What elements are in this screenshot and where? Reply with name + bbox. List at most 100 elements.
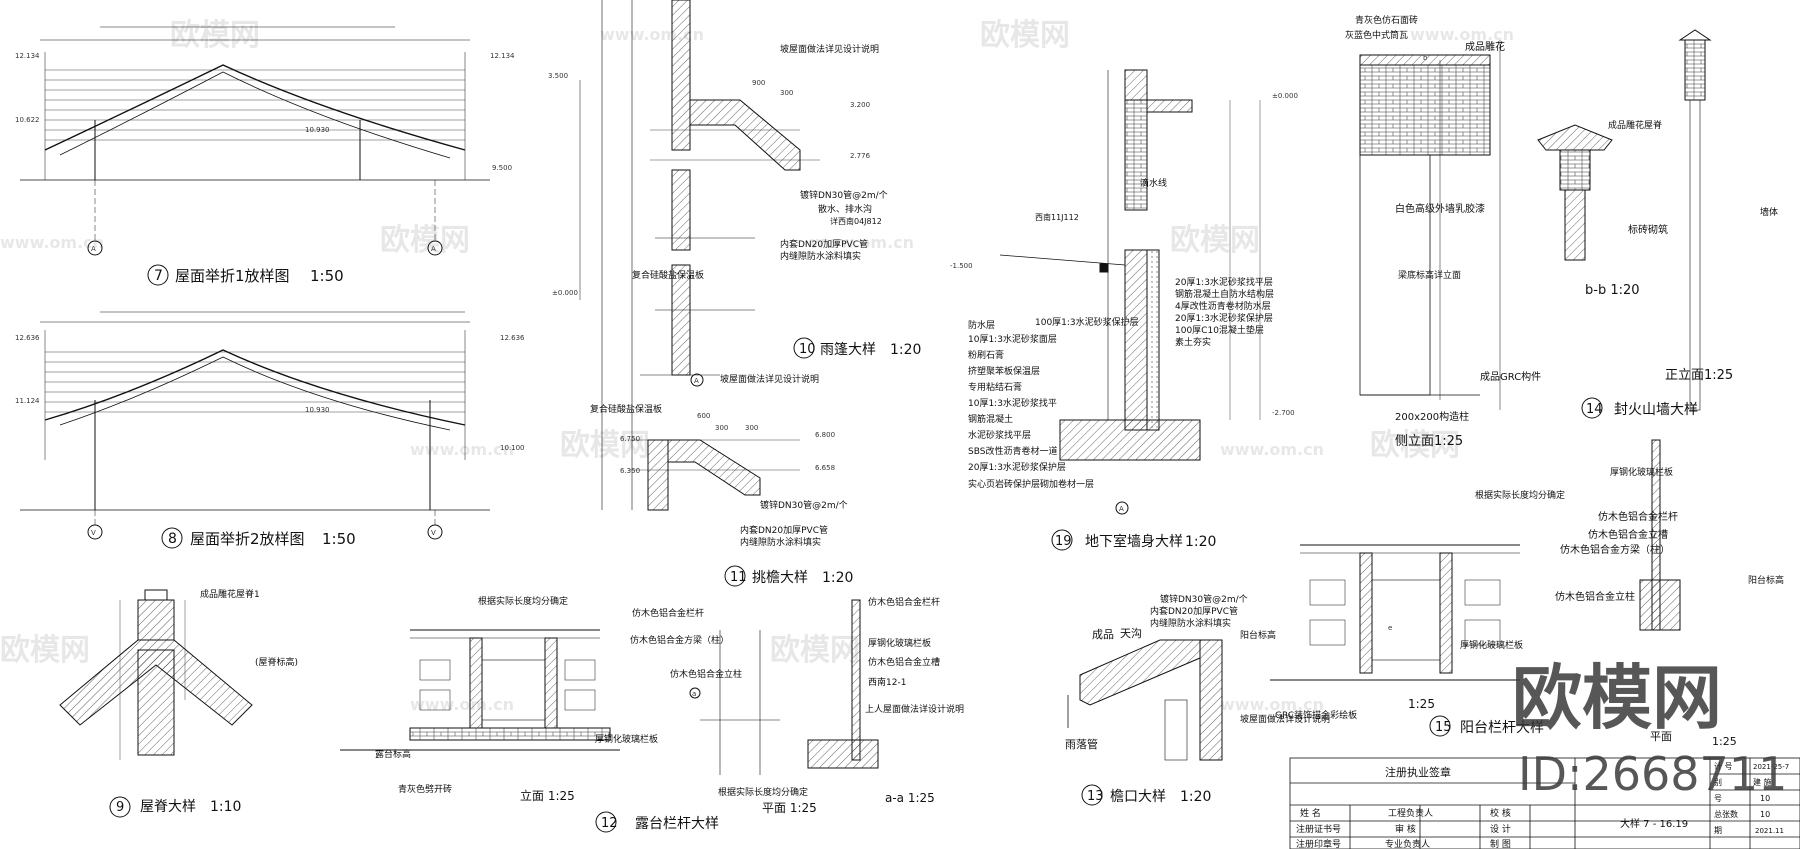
svg-text:素土夯实: 素土夯实 bbox=[1175, 336, 1211, 348]
watermark-url: www.om.cn bbox=[410, 440, 514, 459]
svg-text:10: 10 bbox=[1760, 810, 1770, 819]
detail-14-side-view: 侧立面1:25 bbox=[1395, 434, 1463, 449]
svg-text:10: 10 bbox=[1760, 794, 1770, 803]
watermark-text: 欧模网 bbox=[770, 633, 860, 668]
detail-12-section-view: a-a 1:25 bbox=[885, 791, 935, 805]
watermark-text: 欧模网 bbox=[1370, 428, 1460, 463]
detail-14-labels: 青灰色仿石面砖 灰蓝色中式筒瓦 成品雕花 白色高级外墙乳胶漆 梁底标高详立面 成… bbox=[1345, 14, 1778, 449]
watermark-url: www.om.cn bbox=[1220, 440, 1324, 459]
svg-text:11: 11 bbox=[730, 570, 747, 585]
svg-text:仿木色铝合金栏杆: 仿木色铝合金栏杆 bbox=[1598, 510, 1678, 523]
svg-text:13: 13 bbox=[1087, 789, 1104, 804]
svg-text:制 图: 制 图 bbox=[1490, 838, 1511, 849]
svg-text:V: V bbox=[431, 529, 436, 537]
svg-text:别: 别 bbox=[1714, 778, 1722, 787]
svg-text:14: 14 bbox=[1586, 402, 1603, 417]
title-block bbox=[1289, 757, 1800, 849]
svg-text:仿木色铝合金栏杆: 仿木色铝合金栏杆 bbox=[632, 607, 704, 619]
svg-text:12.134: 12.134 bbox=[490, 52, 515, 60]
svg-text:总张数: 总张数 bbox=[1714, 809, 1738, 819]
svg-text:10.930: 10.930 bbox=[305, 406, 330, 414]
svg-text:9.500: 9.500 bbox=[492, 164, 512, 172]
svg-text:1:10: 1:10 bbox=[210, 799, 241, 815]
svg-text:10.622: 10.622 bbox=[15, 116, 40, 124]
detail-13-labels: 镀锌DN30管@2m/个 内套DN20加厚PVC管 内缝隙防水涂料填实 成品 天… bbox=[1065, 593, 1330, 805]
svg-text:厚钢化玻璃栏板: 厚钢化玻璃栏板 bbox=[595, 733, 658, 745]
svg-text:300: 300 bbox=[715, 424, 728, 432]
watermark-text: 欧模网 bbox=[0, 633, 90, 668]
svg-text:1:25: 1:25 bbox=[1408, 697, 1435, 711]
svg-text:校 核: 校 核 bbox=[1490, 807, 1511, 819]
svg-text:10厚1:3水泥砂浆面层: 10厚1:3水泥砂浆面层 bbox=[968, 333, 1057, 345]
svg-text:10.930: 10.930 bbox=[305, 126, 330, 134]
detail-12-labels: 根据实际长度均分确定 根据实际长度均分确定 仿木色铝合金栏杆 仿木色铝合金方梁（… bbox=[375, 595, 964, 832]
svg-text:仿木色铝合金立槽: 仿木色铝合金立槽 bbox=[1588, 528, 1668, 541]
watermark-text: 欧模网 bbox=[560, 428, 650, 463]
svg-text:镀锌DN30管@2m/个: 镀锌DN30管@2m/个 bbox=[760, 499, 848, 511]
svg-text:根据实际长度均分确定: 根据实际长度均分确定 bbox=[478, 595, 568, 607]
svg-text:坡屋面做法详设计说明: 坡屋面做法详设计说明 bbox=[1240, 713, 1330, 725]
svg-text:天沟: 天沟 bbox=[1120, 627, 1142, 640]
svg-text:2021-25-7: 2021-25-7 bbox=[1753, 763, 1789, 771]
svg-text:审 核: 审 核 bbox=[1395, 823, 1416, 835]
svg-text:建 施: 建 施 bbox=[1753, 777, 1772, 787]
svg-text:A: A bbox=[91, 245, 96, 253]
svg-text:厚钢化玻璃栏板: 厚钢化玻璃栏板 bbox=[868, 637, 931, 649]
svg-text:A: A bbox=[431, 245, 436, 253]
svg-text:厚钢化玻璃栏板: 厚钢化玻璃栏板 bbox=[1460, 639, 1523, 651]
svg-text:e: e bbox=[1388, 624, 1392, 632]
title-block-text: 注册执业签章 姓 名 工程负责人 校 核 注册证书号 审 核 设 计 注册印章号… bbox=[1296, 761, 1789, 849]
svg-text:钢筋混凝土自防水结构层: 钢筋混凝土自防水结构层 bbox=[1175, 288, 1274, 300]
watermark-text: 欧模网 bbox=[170, 18, 260, 53]
svg-text:-2.700: -2.700 bbox=[1272, 409, 1295, 417]
svg-text:计 号: 计 号 bbox=[1714, 761, 1733, 771]
svg-text:水泥砂浆找平层: 水泥砂浆找平层 bbox=[968, 429, 1031, 441]
svg-text:滴水线: 滴水线 bbox=[1140, 177, 1167, 189]
svg-text:20厚1:3水泥砂浆保护层: 20厚1:3水泥砂浆保护层 bbox=[1175, 312, 1273, 324]
svg-text:4厚改性沥青卷材防水层: 4厚改性沥青卷材防水层 bbox=[1175, 300, 1271, 312]
svg-text:GRC装饰描金彩绘板: GRC装饰描金彩绘板 bbox=[1275, 709, 1357, 721]
svg-text:300: 300 bbox=[745, 424, 758, 432]
svg-text:仿木色铝合金方梁（柱）: 仿木色铝合金方梁（柱） bbox=[630, 634, 729, 646]
svg-text:1:20: 1:20 bbox=[1185, 534, 1216, 550]
detail-9-labels: 成品雕花屋脊1 (屋脊标高) 9 屋脊大样 1:10 bbox=[116, 588, 298, 815]
detail-12-railing bbox=[340, 599, 879, 833]
watermark-id: ID:2668711 bbox=[1518, 747, 1787, 801]
detail-8-scale: 1:50 bbox=[322, 530, 356, 548]
watermark-text: 欧模网 bbox=[380, 223, 470, 258]
svg-text:成品雕花: 成品雕花 bbox=[1465, 40, 1505, 53]
svg-text:19: 19 bbox=[1055, 534, 1072, 549]
svg-text:钢筋混凝土: 钢筋混凝土 bbox=[968, 413, 1013, 425]
detail-10-labels: 坡屋面做法详见设计说明 坡屋面做法详见设计说明 复合硅酸盐保温板 镀锌DN30管… bbox=[548, 43, 921, 385]
svg-text:±0.000: ±0.000 bbox=[1272, 92, 1298, 100]
svg-text:±0.000: ±0.000 bbox=[552, 289, 578, 297]
svg-text:号: 号 bbox=[1714, 794, 1722, 803]
detail-7-scale: 1:50 bbox=[310, 267, 344, 285]
svg-text:粉刷石膏: 粉刷石膏 bbox=[968, 349, 1004, 361]
detail-11-title: 挑檐大样 bbox=[752, 570, 808, 586]
svg-text:复合硅酸盐保温板: 复合硅酸盐保温板 bbox=[632, 269, 704, 281]
svg-text:内缝隙防水涂料填实: 内缝隙防水涂料填实 bbox=[1150, 617, 1231, 629]
svg-text:露台标高: 露台标高 bbox=[375, 748, 411, 760]
detail-12-plan-view: 平面 1:25 bbox=[762, 801, 817, 815]
svg-text:1:20: 1:20 bbox=[890, 342, 921, 358]
svg-text:(屋脊标高): (屋脊标高) bbox=[255, 656, 298, 668]
svg-text:墙体: 墙体 bbox=[1760, 206, 1778, 218]
watermark-url: www.om.cn bbox=[810, 233, 914, 252]
svg-text:成品: 成品 bbox=[1092, 628, 1114, 641]
svg-text:10: 10 bbox=[799, 342, 816, 357]
svg-text:内套DN20加厚PVC管: 内套DN20加厚PVC管 bbox=[740, 524, 828, 536]
svg-text:2.776: 2.776 bbox=[850, 152, 871, 160]
detail-11-eaves bbox=[630, 439, 800, 587]
detail-11-labels: 复合硅酸盐保温板 镀锌DN30管@2m/个 内套DN20加厚PVC管 内缝隙防水… bbox=[590, 403, 853, 586]
watermark-layer: 欧模网 欧模网 欧模网 欧模网 欧模网 欧模网 欧模网 欧模网 www.om.c… bbox=[0, 18, 1514, 714]
svg-text:仿木色铝合金栏杆: 仿木色铝合金栏杆 bbox=[868, 596, 940, 608]
detail-15-balcony-railing bbox=[1270, 439, 1681, 737]
svg-text:a: a bbox=[692, 690, 696, 698]
detail-19-title: 地下室墙身大样 bbox=[1085, 533, 1183, 550]
svg-text:期: 期 bbox=[1714, 826, 1722, 835]
watermark-logo-text: 欧模网 bbox=[1512, 657, 1722, 739]
detail-19-basement-wall bbox=[999, 69, 1261, 551]
detail-9-title: 屋脊大样 bbox=[140, 799, 196, 815]
